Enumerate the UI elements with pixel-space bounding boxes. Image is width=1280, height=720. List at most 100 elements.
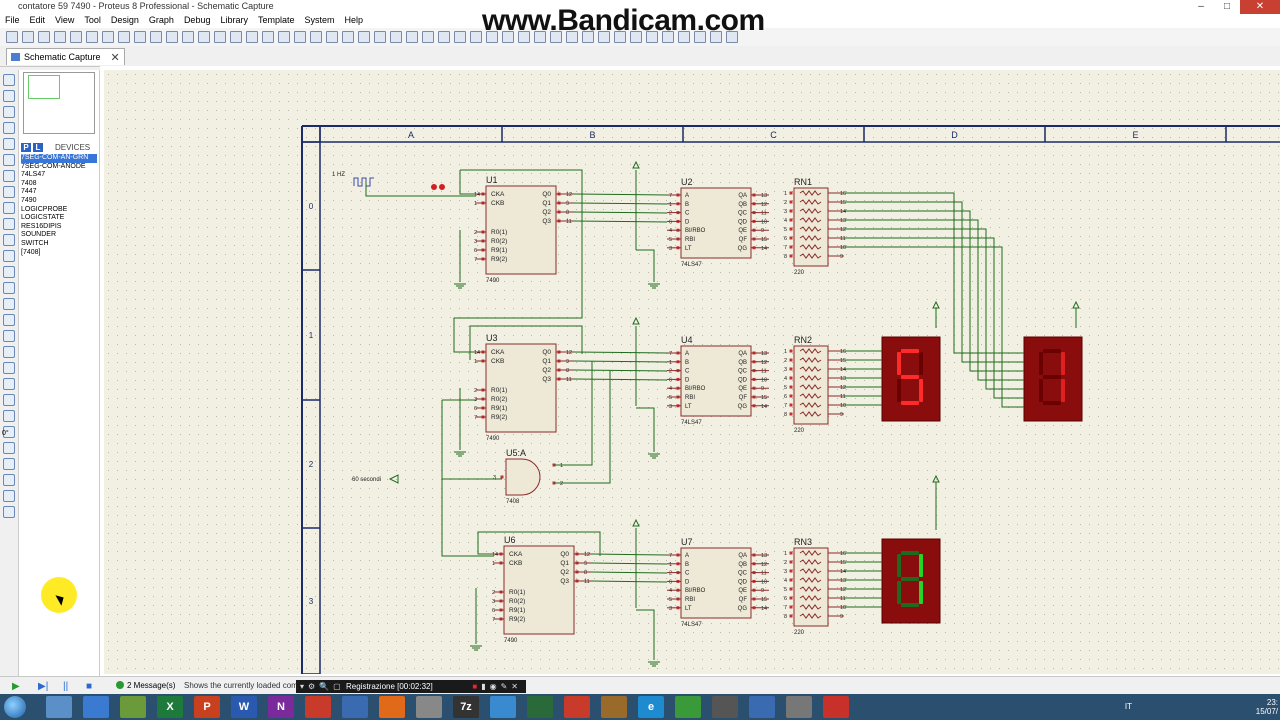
taskbar-app-icon[interactable]: P: [194, 696, 220, 718]
toolbar-tool-icon[interactable]: [422, 31, 434, 43]
taskbar-app-icon[interactable]: [786, 696, 812, 718]
taskbar-app-icon[interactable]: [379, 696, 405, 718]
menu-graph[interactable]: Graph: [148, 15, 174, 25]
toolbar-tool-icon[interactable]: [534, 31, 546, 43]
taskbar-app-icon[interactable]: [83, 696, 109, 718]
wire[interactable]: [591, 571, 668, 574]
mode-tool-icon[interactable]: [3, 250, 15, 262]
toolbar-tool-icon[interactable]: [310, 31, 322, 43]
toolbar-tool-icon[interactable]: [614, 31, 626, 43]
ic-7490-body[interactable]: [503, 545, 575, 635]
device-item[interactable]: 7SEG-COM-ANODE: [21, 162, 86, 170]
toolbar-tool-icon[interactable]: [358, 31, 370, 43]
taskbar-app-icon[interactable]: [712, 696, 738, 718]
toolbar-tool-icon[interactable]: [102, 31, 114, 43]
wire[interactable]: [573, 193, 668, 196]
mode-tool-icon[interactable]: [3, 362, 15, 374]
taskbar-app-icon[interactable]: [305, 696, 331, 718]
toolbar-tool-icon[interactable]: [486, 31, 498, 43]
wire[interactable]: [844, 192, 1024, 354]
mode-tool-icon[interactable]: [3, 154, 15, 166]
device-item[interactable]: LOGICPROBE: [21, 205, 68, 213]
toolbar-tool-icon[interactable]: [230, 31, 242, 43]
device-item[interactable]: LOGICSTATE: [21, 214, 65, 222]
ic-74ls47-body[interactable]: [680, 187, 752, 259]
toolbar-tool-icon[interactable]: [726, 31, 738, 43]
wire[interactable]: [554, 370, 611, 484]
wire[interactable]: [469, 325, 583, 360]
recorder-controls[interactable]: ▾⚙🔍▢: [300, 682, 345, 691]
resistor-network-body[interactable]: [793, 345, 829, 425]
device-item[interactable]: SOUNDER: [21, 231, 57, 239]
wire[interactable]: [636, 249, 655, 282]
mode-tool-icon[interactable]: [3, 266, 15, 278]
pick-devices-button[interactable]: P: [21, 142, 31, 152]
toolbar-tool-icon[interactable]: [694, 31, 706, 43]
wire[interactable]: [591, 562, 668, 565]
wire[interactable]: [459, 170, 476, 195]
wire[interactable]: [844, 228, 1024, 390]
toolbar-tool-icon[interactable]: [550, 31, 562, 43]
toolbar-tool-icon[interactable]: [502, 31, 514, 43]
wire[interactable]: [844, 246, 1024, 408]
toolbar-tool-icon[interactable]: [294, 31, 306, 43]
toolbar-tool-icon[interactable]: [342, 31, 354, 43]
clock[interactable]: 23: 15/07/: [1256, 698, 1278, 716]
ic-7490-body[interactable]: [485, 185, 557, 275]
toolbar-tool-icon[interactable]: [86, 31, 98, 43]
mode-tool-icon[interactable]: [3, 90, 15, 102]
menu-edit[interactable]: Edit: [29, 15, 46, 25]
mode-tool-icon[interactable]: [3, 282, 15, 294]
taskbar-app-icon[interactable]: [564, 696, 590, 718]
toolbar-tool-icon[interactable]: [582, 31, 594, 43]
toolbar-tool-icon[interactable]: [598, 31, 610, 43]
stop-icon[interactable]: ■: [86, 681, 93, 692]
toolbar-tool-icon[interactable]: [6, 31, 18, 43]
toolbar-tool-icon[interactable]: [246, 31, 258, 43]
taskbar-app-icon[interactable]: [823, 696, 849, 718]
resistor-network-body[interactable]: [793, 187, 829, 267]
mode-tool-icon[interactable]: [3, 186, 15, 198]
mode-tool-icon[interactable]: [3, 218, 15, 230]
toolbar-tool-icon[interactable]: [262, 31, 274, 43]
wire[interactable]: [573, 211, 668, 214]
taskbar-app-icon[interactable]: [749, 696, 775, 718]
taskbar-app-icon[interactable]: e: [638, 696, 664, 718]
toolbar-tool-icon[interactable]: [118, 31, 130, 43]
menu-debug[interactable]: Debug: [183, 15, 211, 25]
wire[interactable]: [636, 407, 655, 452]
wire[interactable]: [573, 202, 668, 205]
device-item[interactable]: 7SEG-COM-AN-GRN: [21, 154, 97, 163]
toolbar-tool-icon[interactable]: [518, 31, 530, 43]
wire[interactable]: [441, 400, 494, 557]
mode-tool-icon[interactable]: [3, 122, 15, 134]
mode-tool-icon[interactable]: [3, 330, 15, 342]
close-button[interactable]: ✕: [1240, 0, 1280, 14]
play-icon[interactable]: ▶: [12, 681, 20, 692]
pause-icon[interactable]: ||: [63, 681, 69, 692]
wire[interactable]: [554, 361, 593, 466]
toolbar-tool-icon[interactable]: [646, 31, 658, 43]
wire[interactable]: [573, 360, 668, 363]
wire[interactable]: [844, 237, 1024, 399]
wire[interactable]: [477, 531, 601, 556]
toolbar-tool-icon[interactable]: [662, 31, 674, 43]
toolbar-tool-icon[interactable]: [54, 31, 66, 43]
device-item[interactable]: 7447: [21, 188, 37, 196]
overview-preview[interactable]: [23, 72, 95, 134]
toolbar-tool-icon[interactable]: [390, 31, 402, 43]
device-item[interactable]: RES16DIPIS: [21, 222, 62, 230]
menu-system[interactable]: System: [304, 15, 335, 25]
taskbar-app-icon[interactable]: [46, 696, 72, 718]
wire[interactable]: [844, 219, 1024, 381]
toolbar-tool-icon[interactable]: [182, 31, 194, 43]
taskbar-app-icon[interactable]: [490, 696, 516, 718]
taskbar-app-icon[interactable]: [675, 696, 701, 718]
mode-tool-icon[interactable]: [3, 394, 15, 406]
device-item[interactable]: [7408]: [21, 248, 41, 256]
wire[interactable]: [460, 169, 583, 196]
taskbar-app-icon[interactable]: [601, 696, 627, 718]
taskbar-app-icon[interactable]: [342, 696, 368, 718]
wire[interactable]: [573, 378, 668, 381]
resistor-network-body[interactable]: [793, 547, 829, 627]
